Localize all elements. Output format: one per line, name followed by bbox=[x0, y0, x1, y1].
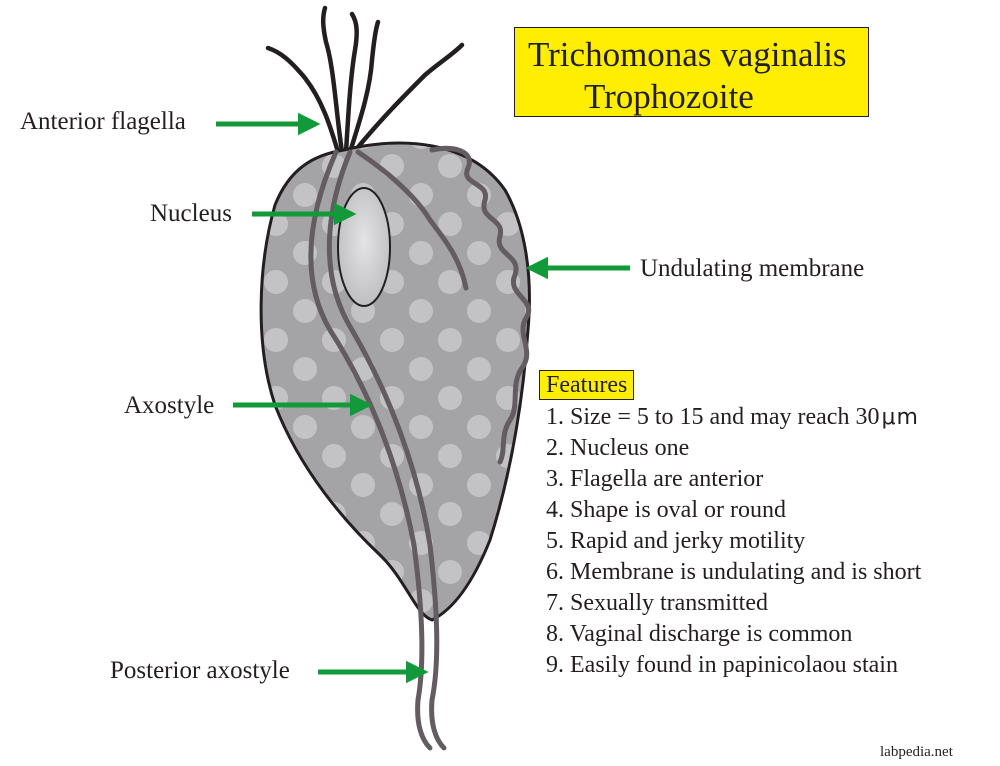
nucleus bbox=[337, 187, 391, 307]
label-axostyle: Axostyle bbox=[124, 392, 215, 419]
label-undulating-membrane: Undulating membrane bbox=[640, 255, 865, 282]
label-posterior-axostyle: Posterior axostyle bbox=[110, 657, 290, 684]
label-anterior-flagella: Anterior flagella bbox=[20, 108, 186, 135]
title-box bbox=[514, 27, 869, 117]
feature-item-1: 1. Size = 5 to 15 and may reach 30μm bbox=[546, 405, 919, 429]
features-heading: Features bbox=[539, 370, 635, 400]
feature-item-5: 5. Rapid and jerky motility bbox=[546, 528, 806, 554]
anterior-flagella bbox=[265, 5, 465, 155]
flagellum-1 bbox=[265, 45, 341, 155]
title-stage: Trophozoite bbox=[584, 77, 754, 116]
axostyle-line-left bbox=[308, 149, 433, 751]
flagellum-3 bbox=[343, 11, 359, 155]
feature-item-3: 3. Flagella are anterior bbox=[546, 466, 764, 492]
undulating-membrane bbox=[429, 145, 531, 465]
feature-item-2: 2. Nucleus one bbox=[546, 435, 690, 461]
site-credit: labpedia.net bbox=[880, 744, 953, 760]
flagellum-4 bbox=[347, 19, 381, 155]
label-arrows bbox=[216, 112, 630, 684]
feature-item-8: 8. Vaginal discharge is common bbox=[546, 621, 853, 647]
label-nucleus: Nucleus bbox=[150, 200, 232, 227]
costa-line bbox=[355, 149, 469, 291]
flagellum-2 bbox=[320, 5, 345, 155]
feature-item-7: 7. Sexually transmitted bbox=[546, 590, 768, 616]
feature-item-6: 6. Membrane is undulating and is short bbox=[546, 559, 922, 585]
feature-item-1-text: 1. Size = 5 to 15 and may reach 30 bbox=[546, 404, 880, 430]
axostyle-line-right bbox=[326, 149, 447, 751]
title-species: Trichomonas vaginalis bbox=[528, 35, 847, 74]
flagellum-5 bbox=[351, 42, 465, 155]
size-unit: μm bbox=[881, 405, 919, 430]
axostyle bbox=[308, 149, 469, 751]
feature-item-9: 9. Easily found in papinicolaou stain bbox=[546, 652, 898, 678]
feature-item-4: 4. Shape is oval or round bbox=[546, 497, 786, 523]
